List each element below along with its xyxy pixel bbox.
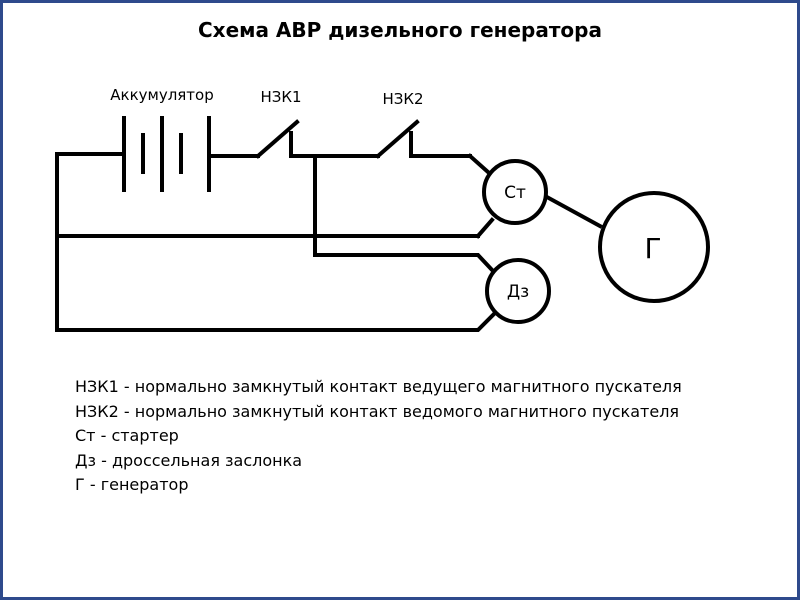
nzk2-label: НЗК2 [382,90,423,108]
legend-item: НЗК2 - нормально замкнутый контакт ведом… [75,401,680,421]
throttle-label: Дз [507,282,529,302]
legend-item: Ст - стартер [75,426,179,445]
generator-node [598,191,710,303]
nzk1-contact [255,119,300,159]
nzk2-contact [375,119,420,159]
diagram-title: Схема АВР дизельного генератора [197,18,602,42]
legend: НЗК1 - нормально замкнутый контакт ведущ… [75,375,682,498]
nzk1-label: НЗК1 [260,88,301,106]
battery-symbol [122,116,211,192]
throttle-node [485,258,551,324]
legend-item: Г - генератор [75,475,189,494]
battery-label: Аккумулятор [110,86,214,104]
generator-label: Г [644,232,661,265]
starter-node [482,159,548,225]
starter-label: Ст [504,183,526,203]
legend-item: НЗК1 - нормально замкнутый контакт ведущ… [75,377,682,396]
wiring [55,152,603,332]
legend-item: Дз - дроссельная заслонка [75,450,303,470]
